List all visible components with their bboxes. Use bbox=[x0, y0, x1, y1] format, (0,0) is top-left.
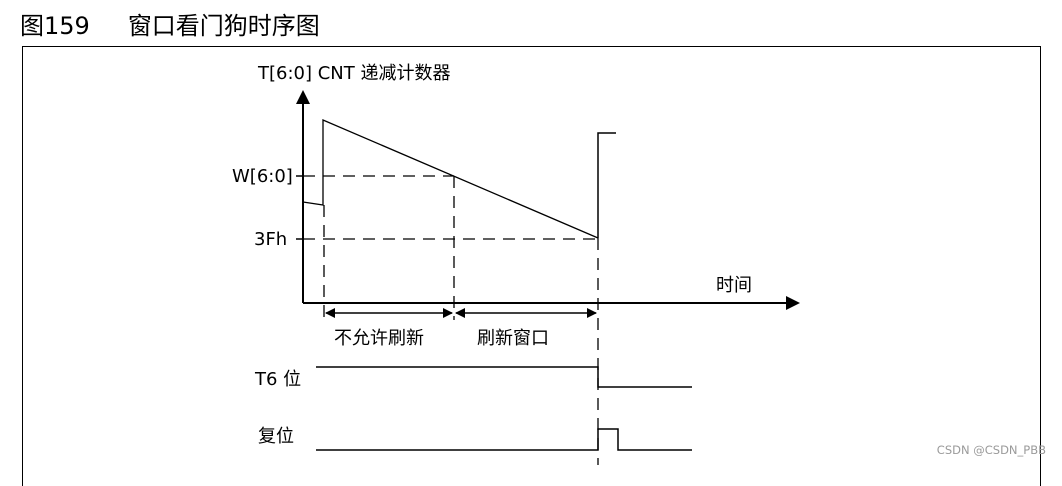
reset-signal-waveform bbox=[316, 428, 692, 451]
level-w-label: W[6:0] bbox=[232, 166, 293, 187]
x-axis-label: 时间 bbox=[716, 275, 752, 296]
figure-number: 图159 bbox=[20, 11, 90, 40]
t6-signal-label: T6 位 bbox=[254, 369, 301, 390]
figure-title: 窗口看门狗时序图 bbox=[127, 11, 320, 40]
y-axis-arrow bbox=[296, 90, 310, 104]
x-axis-arrow bbox=[786, 296, 800, 310]
refresh-window-phase-label: 刷新窗口 bbox=[477, 328, 549, 349]
watermark: CSDN @CSDN_PBB bbox=[937, 443, 1046, 457]
y-axis-label: T[6:0] CNT 递减计数器 bbox=[257, 63, 450, 84]
level-3fh-label: 3Fh bbox=[254, 229, 287, 250]
reset-signal-label: 复位 bbox=[258, 426, 294, 447]
counter-reload bbox=[597, 132, 616, 238]
counter-waveform bbox=[302, 119, 599, 239]
figure-header: 图159 窗口看门狗时序图 bbox=[20, 6, 320, 40]
diagram-frame bbox=[22, 46, 1041, 486]
t6-signal-waveform bbox=[316, 366, 692, 388]
no-refresh-phase-label: 不允许刷新 bbox=[334, 328, 424, 349]
watchdog-timing-diagram: T[6:0] CNT 递减计数器 时间 W[6:0] 3Fh 不允许刷新 刷新窗… bbox=[232, 63, 1046, 465]
